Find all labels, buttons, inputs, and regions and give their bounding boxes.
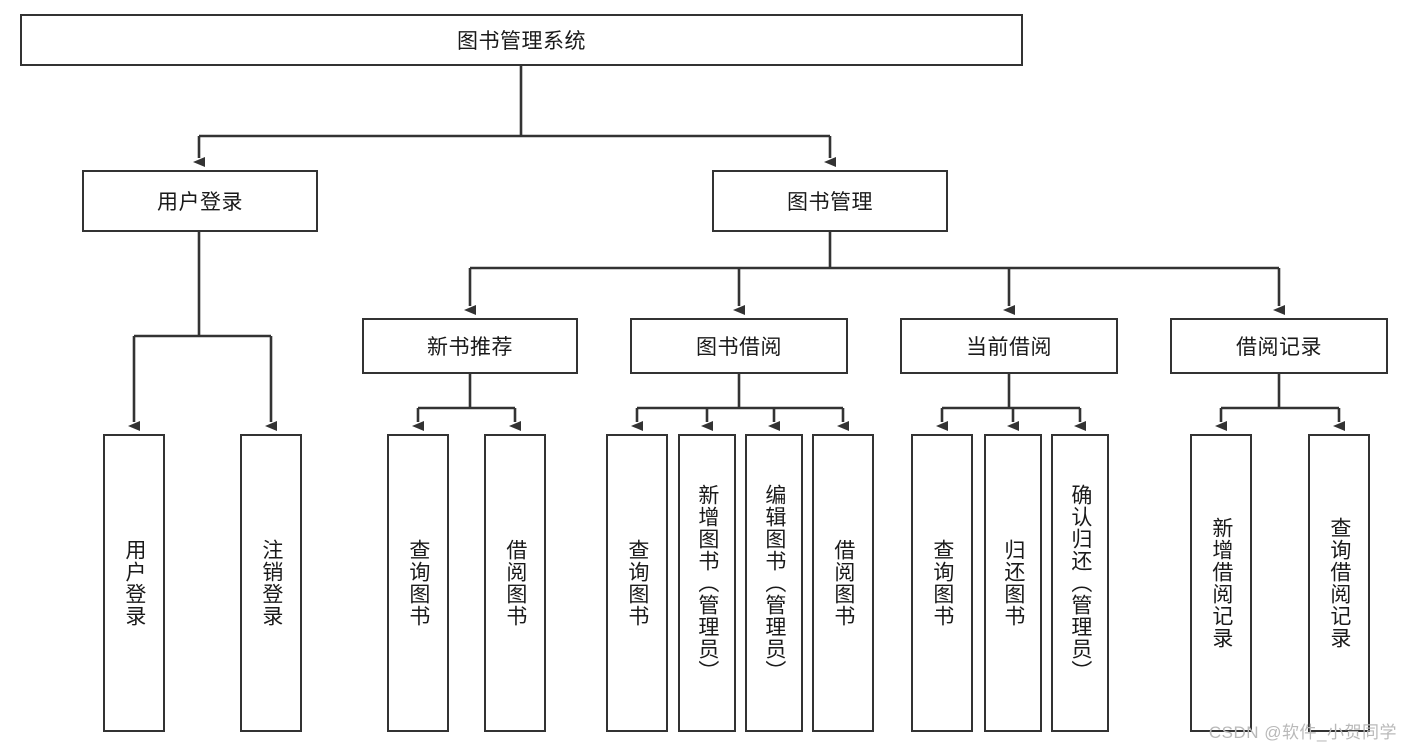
leaf-current-return-book-label: 归还图书 [1001, 539, 1025, 627]
node-new-book-recommend-label: 新书推荐 [427, 336, 513, 359]
node-borrow-record-label: 借阅记录 [1236, 336, 1322, 359]
node-book-borrow[interactable]: 图书借阅 [630, 318, 848, 374]
leaf-record-add-record[interactable]: 新增借阅记录 [1190, 434, 1252, 732]
leaf-record-query-record-label: 查询借阅记录 [1327, 517, 1351, 649]
node-book-management-module-label: 图书管理 [787, 191, 873, 214]
node-user-login-module-label: 用户登录 [157, 191, 243, 214]
node-current-borrow[interactable]: 当前借阅 [900, 318, 1118, 374]
node-root-label: 图书管理系统 [457, 30, 586, 53]
leaf-current-query-book[interactable]: 查询图书 [911, 434, 973, 732]
leaf-newbook-query-book-label: 查询图书 [406, 539, 430, 627]
leaf-borrow-borrow-book[interactable]: 借阅图书 [812, 434, 874, 732]
leaf-borrow-query-book-label: 查询图书 [625, 539, 649, 627]
leaf-current-confirm-return[interactable]: 确认归还（管理员） [1051, 434, 1109, 732]
watermark: CSDN @软件_小贺同学 [1208, 723, 1397, 742]
leaf-record-add-record-label: 新增借阅记录 [1209, 517, 1233, 649]
node-book-management-module[interactable]: 图书管理 [712, 170, 948, 232]
leaf-user-logout-label: 注销登录 [259, 539, 283, 627]
leaf-newbook-query-book[interactable]: 查询图书 [387, 434, 449, 732]
node-user-login-module[interactable]: 用户登录 [82, 170, 318, 232]
leaf-borrow-edit-book-label: 编辑图书（管理员） [762, 484, 786, 682]
node-book-borrow-label: 图书借阅 [696, 336, 782, 359]
leaf-borrow-edit-book[interactable]: 编辑图书（管理员） [745, 434, 803, 732]
leaf-borrow-add-book[interactable]: 新增图书（管理员） [678, 434, 736, 732]
node-root[interactable]: 图书管理系统 [20, 14, 1023, 66]
leaf-borrow-query-book[interactable]: 查询图书 [606, 434, 668, 732]
leaf-borrow-add-book-label: 新增图书（管理员） [695, 484, 719, 682]
leaf-current-query-book-label: 查询图书 [930, 539, 954, 627]
node-borrow-record[interactable]: 借阅记录 [1170, 318, 1388, 374]
leaf-borrow-borrow-book-label: 借阅图书 [831, 539, 855, 627]
leaf-newbook-borrow-book[interactable]: 借阅图书 [484, 434, 546, 732]
node-current-borrow-label: 当前借阅 [966, 336, 1052, 359]
leaf-user-login[interactable]: 用户登录 [103, 434, 165, 732]
leaf-user-logout[interactable]: 注销登录 [240, 434, 302, 732]
leaf-user-login-label: 用户登录 [122, 539, 146, 627]
leaf-current-return-book[interactable]: 归还图书 [984, 434, 1042, 732]
leaf-current-confirm-return-label: 确认归还（管理员） [1068, 484, 1092, 682]
leaf-newbook-borrow-book-label: 借阅图书 [503, 539, 527, 627]
leaf-record-query-record[interactable]: 查询借阅记录 [1308, 434, 1370, 732]
node-new-book-recommend[interactable]: 新书推荐 [362, 318, 578, 374]
